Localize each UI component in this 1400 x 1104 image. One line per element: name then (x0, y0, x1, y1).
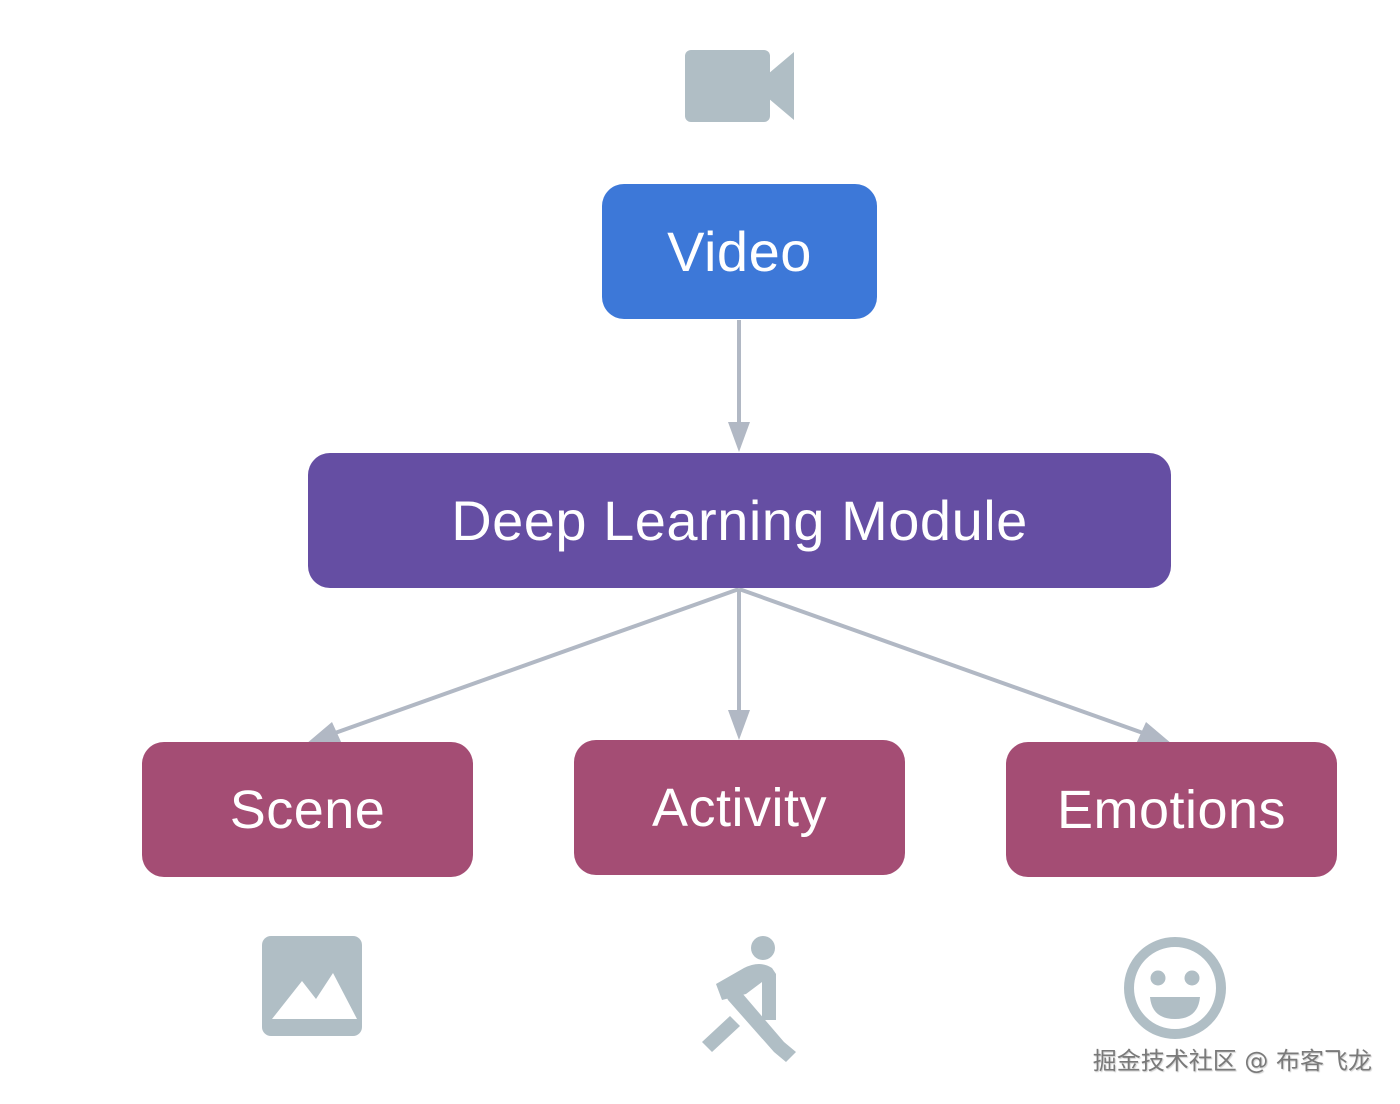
node-scene-label: Scene (229, 779, 386, 840)
image-icon (262, 936, 362, 1036)
node-emotions-label: Emotions (1056, 779, 1287, 840)
rowing-icon (702, 936, 796, 1062)
videocam-icon (685, 50, 794, 122)
node-activity-label: Activity (651, 777, 828, 838)
edge-module-to-emotions (738, 587, 1144, 735)
edge-module-to-scene (334, 587, 740, 735)
node-emotions: Emotions (1006, 742, 1337, 877)
arrowhead-module-to-scene (306, 722, 342, 744)
node-deep-learning-module: Deep Learning Module (308, 453, 1171, 588)
node-activity: Activity (574, 740, 905, 875)
node-video: Video (602, 184, 877, 319)
smiley-face-icon (1124, 937, 1226, 1039)
node-deep-learning-module-label: Deep Learning Module (451, 489, 1028, 552)
node-video-label: Video (667, 220, 812, 283)
watermark: 掘金技术社区 @ 布客飞龙 (1092, 1047, 1372, 1075)
node-scene: Scene (142, 742, 473, 877)
arrowhead-module-to-emotions (1136, 722, 1172, 744)
arrowhead-video-to-module (728, 422, 750, 452)
arrowhead-module-to-activity (728, 710, 750, 740)
